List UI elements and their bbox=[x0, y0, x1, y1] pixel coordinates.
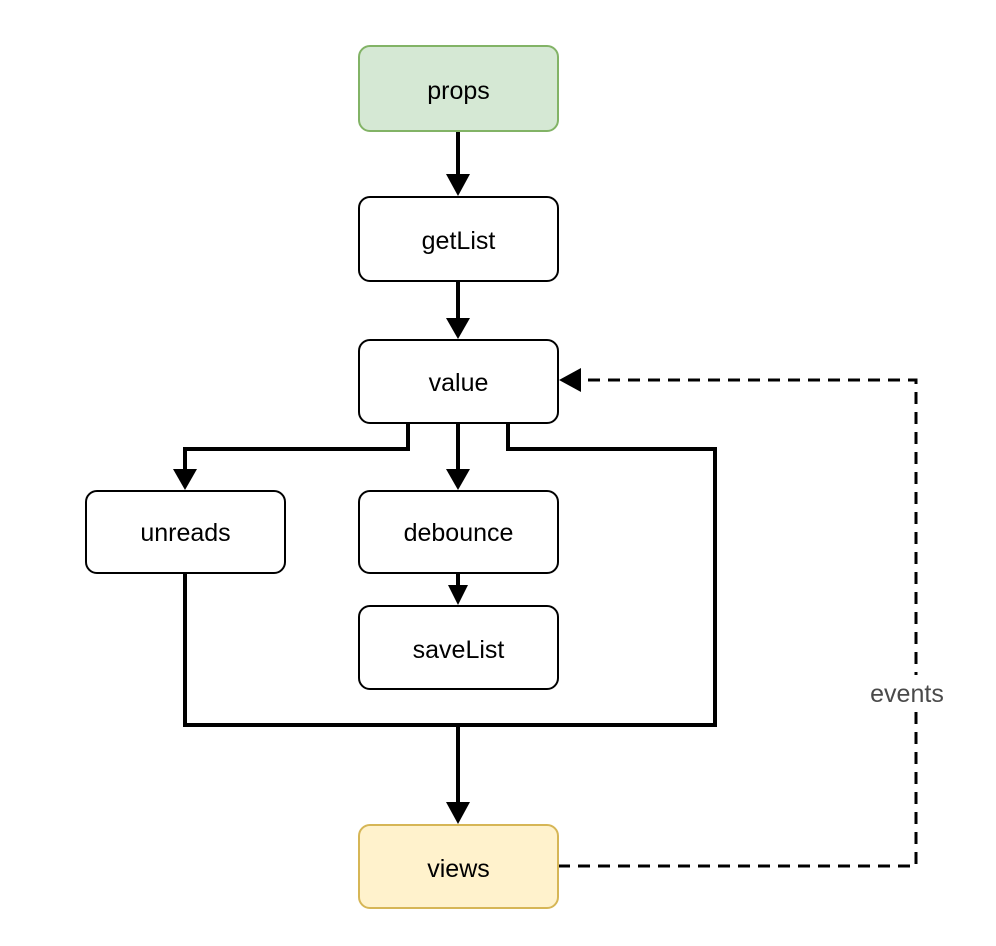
node-unreads[interactable]: unreads bbox=[85, 490, 286, 574]
node-props-box bbox=[358, 45, 559, 132]
arrowhead-value bbox=[446, 318, 470, 339]
events-feedback-edge: events bbox=[558, 368, 958, 868]
edge-value-merge bbox=[458, 423, 717, 727]
node-debounce-box bbox=[358, 490, 559, 574]
edge-views-value-dashed bbox=[558, 378, 918, 868]
arrowhead-savelist bbox=[448, 585, 468, 605]
arrowhead-views bbox=[446, 802, 470, 824]
node-getlist[interactable]: getList bbox=[358, 196, 559, 282]
node-unreads-box bbox=[85, 490, 286, 574]
node-debounce[interactable]: debounce bbox=[358, 490, 559, 574]
node-value-label: value bbox=[429, 369, 489, 397]
node-savelist[interactable]: saveList bbox=[358, 605, 559, 690]
node-props[interactable]: props bbox=[358, 45, 559, 132]
node-savelist-box bbox=[358, 605, 559, 690]
edges bbox=[173, 131, 717, 824]
node-getlist-box bbox=[358, 196, 559, 282]
arrowhead-unreads bbox=[173, 469, 197, 490]
node-views-label: views bbox=[427, 855, 490, 883]
node-getlist-label: getList bbox=[422, 227, 496, 255]
arrowhead-debounce bbox=[446, 469, 470, 490]
node-savelist-label: saveList bbox=[413, 636, 505, 664]
arrowhead-getlist bbox=[446, 174, 470, 196]
node-value-box bbox=[358, 339, 559, 424]
events-label: events bbox=[870, 680, 944, 708]
edge-value-unreads bbox=[183, 423, 410, 473]
node-props-label: props bbox=[427, 77, 490, 105]
arrowhead-value-left bbox=[559, 368, 581, 392]
node-views-box bbox=[358, 824, 559, 909]
node-debounce-label: debounce bbox=[404, 519, 514, 547]
edge-unreads-merge bbox=[183, 573, 458, 727]
node-views[interactable]: views bbox=[358, 824, 559, 909]
node-value[interactable]: value bbox=[358, 339, 559, 424]
events-label-bg bbox=[862, 675, 958, 711]
node-unreads-label: unreads bbox=[140, 519, 230, 547]
